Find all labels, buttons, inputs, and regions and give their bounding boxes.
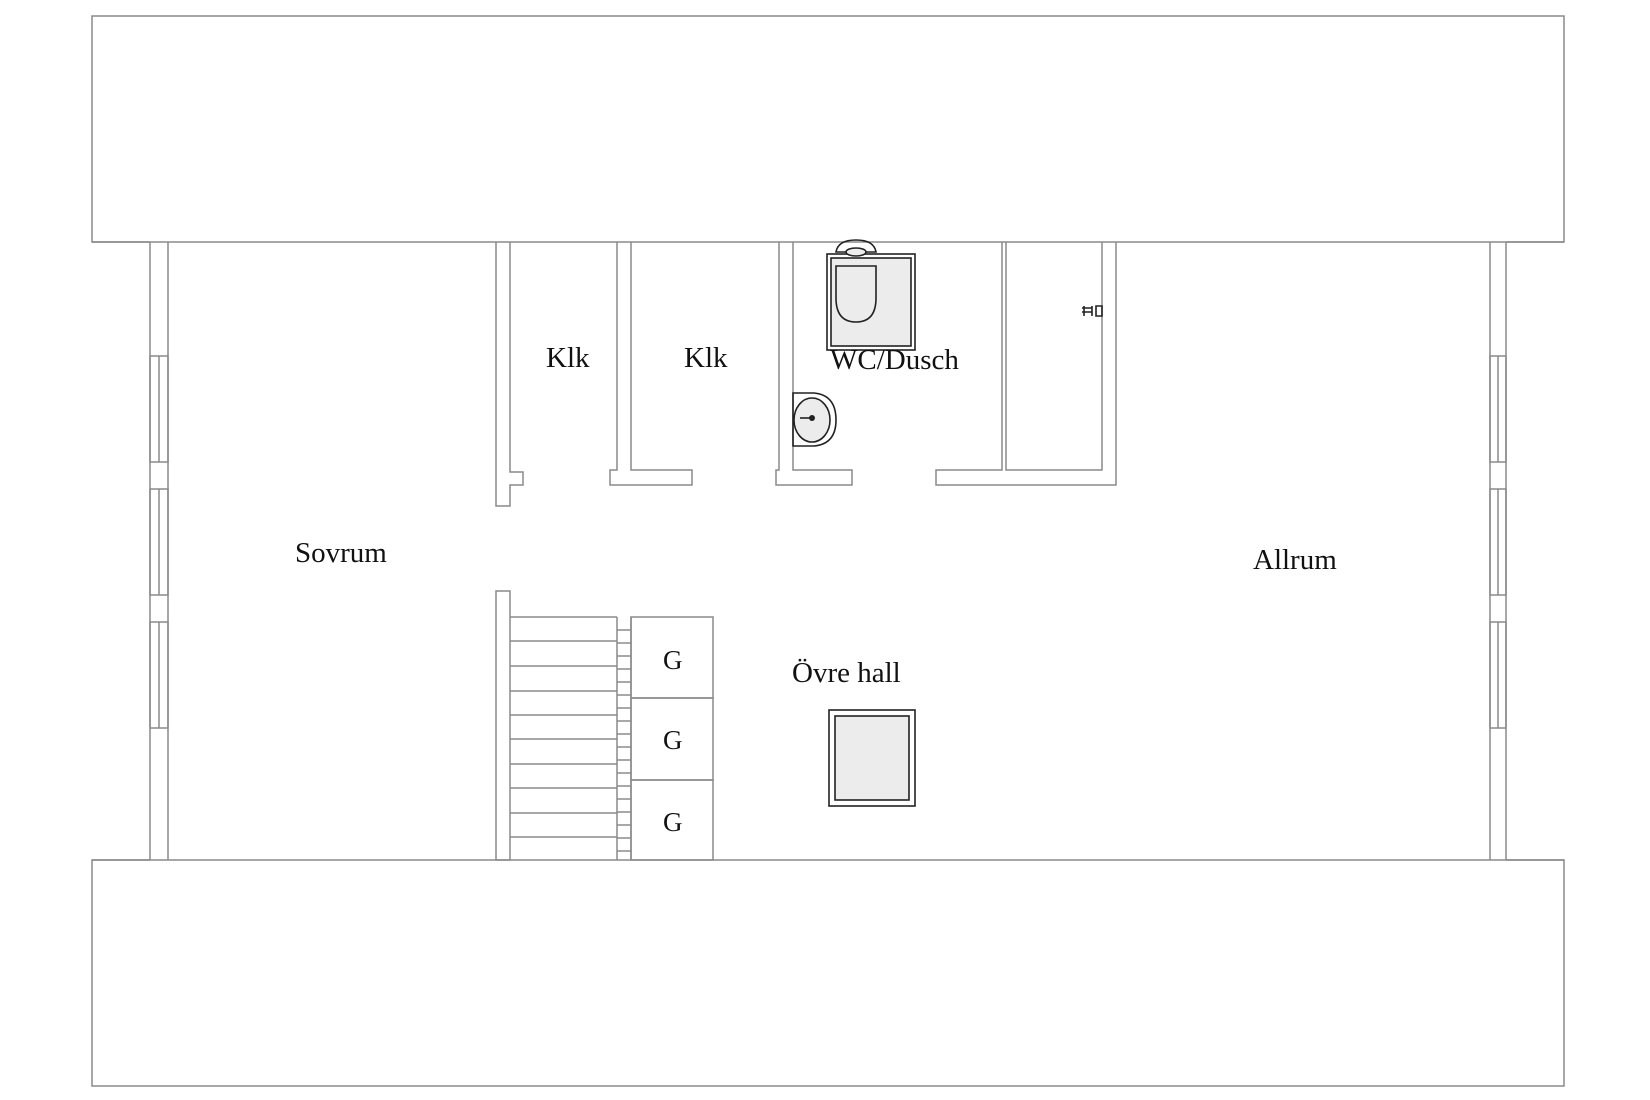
roof-slope-top bbox=[91, 15, 1565, 243]
toilet bbox=[835, 239, 877, 323]
wardrobe-label-1: G bbox=[663, 645, 683, 675]
bathroom-shaft-wall bbox=[1005, 242, 1103, 471]
right-wall bbox=[1489, 241, 1564, 861]
room-label-allrum: Allrum bbox=[1253, 544, 1337, 576]
left-wall bbox=[92, 241, 169, 861]
closet-1-wall bbox=[495, 242, 524, 507]
staircase bbox=[495, 590, 632, 861]
bathroom-right-wall bbox=[935, 242, 1117, 486]
wardrobes bbox=[630, 616, 714, 861]
tap-icon bbox=[1082, 305, 1103, 317]
bathroom-left-wall bbox=[775, 242, 853, 486]
room-label-klk-1: Klk bbox=[546, 342, 590, 374]
room-label-klk-2: Klk bbox=[684, 342, 728, 374]
room-label-wc-dusch: WC/Dusch bbox=[830, 344, 959, 376]
room-label-sovrum: Sovrum bbox=[295, 537, 387, 569]
closet-2-wall bbox=[609, 242, 693, 486]
roof-hatch bbox=[828, 709, 916, 807]
roof-slope-bottom bbox=[91, 859, 1565, 1087]
room-label-ovre-hall: Övre hall bbox=[792, 657, 901, 689]
wardrobe-label-3: G bbox=[663, 807, 683, 837]
wardrobe-label-2: G bbox=[663, 725, 683, 755]
left-windows bbox=[149, 355, 169, 729]
sink bbox=[792, 392, 837, 447]
right-windows bbox=[1489, 355, 1507, 729]
